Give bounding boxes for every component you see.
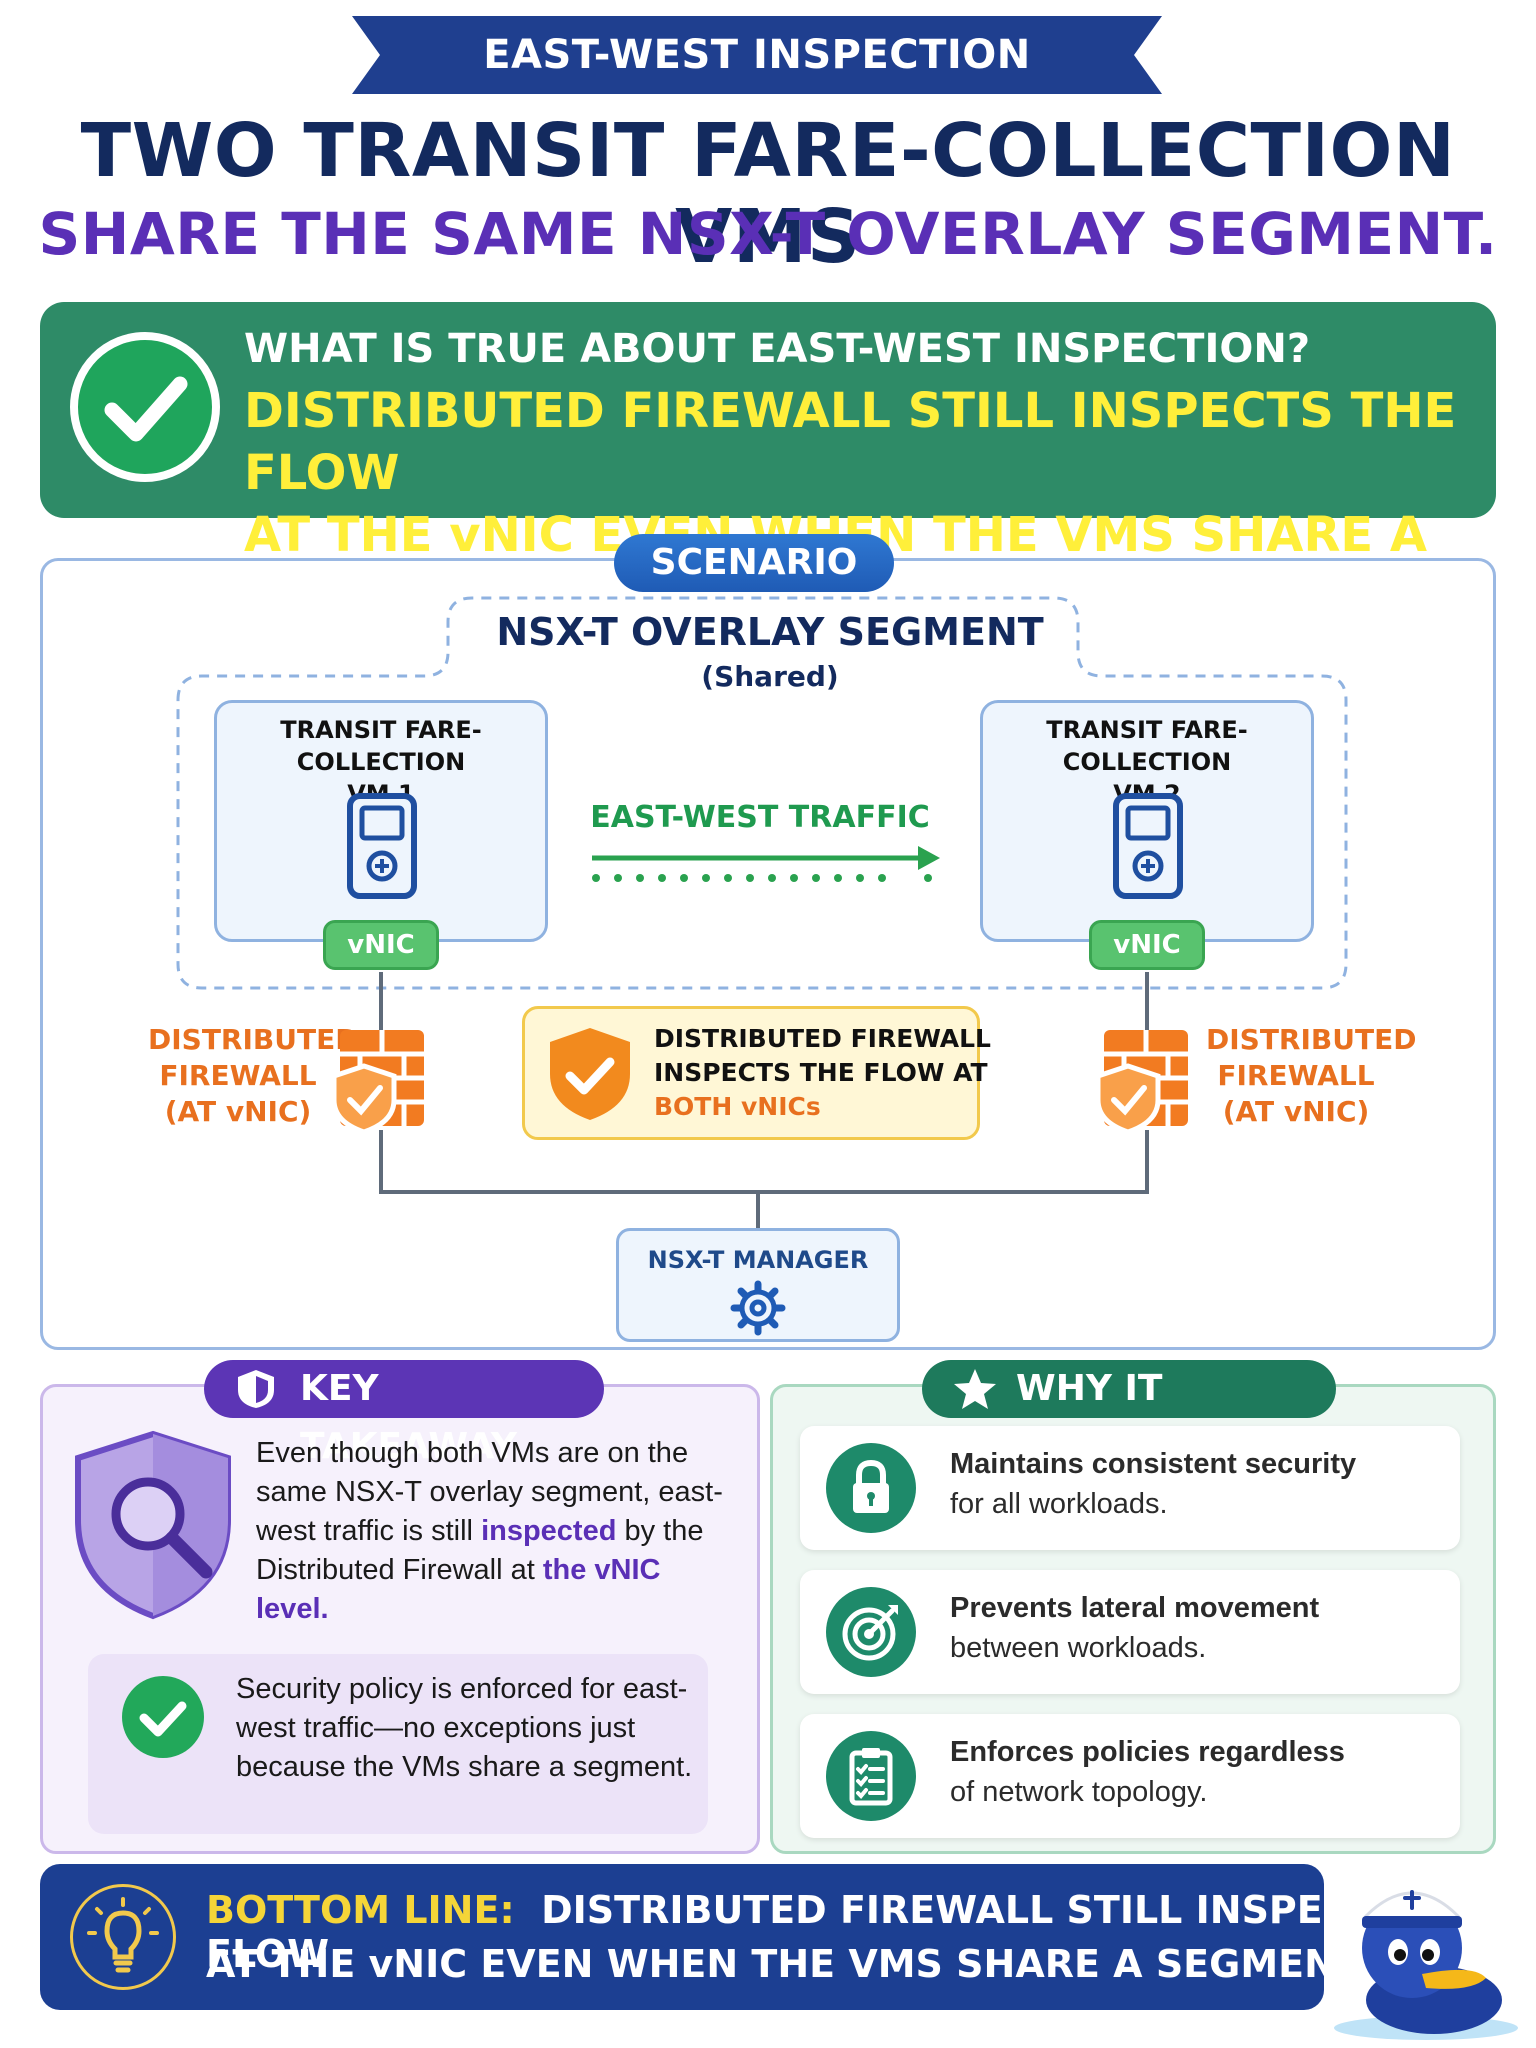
- df-left-line-3: (AT vNIC): [164, 1095, 312, 1128]
- df-right-line-3: (AT vNIC): [1222, 1095, 1370, 1128]
- why-card-2-rest: between workloads.: [950, 1632, 1207, 1664]
- df-right-line-1: DISTRIBUTED: [1206, 1023, 1417, 1056]
- note-line-1: DISTRIBUTED FIREWALL: [654, 1024, 991, 1053]
- answer-line-1: DISTRIBUTED FIREWALL STILL INSPECTS THE …: [244, 383, 1457, 501]
- note-line-3: BOTH vNICs: [654, 1092, 821, 1121]
- note-line-2: INSPECTS THE FLOW AT: [654, 1058, 988, 1087]
- answer-banner: [40, 302, 1496, 518]
- policy-check-icon: [122, 1676, 204, 1758]
- east-west-traffic-label: EAST-WEST TRAFFIC: [590, 800, 930, 835]
- key-takeaway-title: KEY TAKEAWAY: [300, 1368, 517, 1467]
- title-line-2: SHARE THE SAME NSX-T OVERLAY SEGMENT.: [38, 200, 1498, 268]
- kt-body-highlight-2: the vNIC level.: [256, 1554, 661, 1625]
- ribbon-text: EAST-WEST INSPECTION EXPLAINED: [483, 32, 1031, 156]
- vm2-title: TRANSIT FARE-COLLECTION VM 2: [980, 714, 1314, 810]
- gear-icon: [730, 1280, 786, 1336]
- scenario-panel: [40, 558, 1496, 1350]
- why-card-3-strong: Enforces policies regardless: [950, 1736, 1345, 1768]
- bottom-line-text-2: AT THE vNIC EVEN WHEN THE VMS SHARE A SE…: [206, 1942, 1371, 1986]
- scenario-diagram-lines: [176, 596, 1348, 1228]
- vm2-vnic[interactable]: vNIC: [1089, 920, 1205, 970]
- star-icon: [954, 1369, 996, 1409]
- header-ribbon: EAST-WEST INSPECTION EXPLAINED: [352, 16, 1162, 156]
- df-left-label: DISTRIBUTED FIREWALL (AT vNIC): [148, 1022, 359, 1130]
- check-circle-icon: [70, 332, 220, 482]
- shield-icon: [238, 1370, 274, 1408]
- why-card-1-strong: Maintains consistent security: [950, 1448, 1357, 1480]
- target-icon: [826, 1587, 916, 1677]
- why-card-3-rest: of network topology.: [950, 1776, 1208, 1808]
- title-line-1: TWO TRANSIT FARE-COLLECTION VMS: [80, 108, 1456, 280]
- bottom-line-label: BOTTOM LINE:: [206, 1888, 515, 1932]
- kt-body-part-1: Even though both VMs are on the same NSX…: [256, 1437, 723, 1547]
- duck-mascot-icon: [1334, 1890, 1518, 2040]
- vm1-title: TRANSIT FARE-COLLECTION VM 1: [214, 714, 548, 810]
- df-right-line-2: FIREWALL: [1217, 1059, 1375, 1092]
- vm1-vnic[interactable]: vNIC: [323, 920, 439, 970]
- clipboard-icon: [826, 1731, 916, 1821]
- lightbulb-icon: [70, 1884, 176, 1990]
- vm2-title-line-1: TRANSIT FARE-COLLECTION: [1046, 716, 1248, 776]
- policy-text: Security policy is enforced for east-wes…: [236, 1673, 693, 1783]
- scenario-pill: SCENARIO: [614, 534, 894, 592]
- shield-check-icon: [550, 1028, 630, 1120]
- traffic-dots: [592, 874, 932, 882]
- bottom-line-banner: [40, 1864, 1324, 2010]
- nsxt-manager-label: NSX-T MANAGER: [647, 1246, 869, 1274]
- answer-question: WHAT IS TRUE ABOUT EAST-WEST INSPECTION?: [244, 326, 1311, 372]
- segment-title: NSX-T OVERLAY SEGMENT: [496, 610, 1044, 654]
- vm1-title-line-1: TRANSIT FARE-COLLECTION: [280, 716, 482, 776]
- df-left-line-1: DISTRIBUTED: [148, 1023, 359, 1056]
- vm2-terminal-icon: [1113, 793, 1183, 899]
- bottom-line-line-1: DISTRIBUTED FIREWALL STILL INSPECTS THE …: [206, 1888, 1501, 1976]
- why-it-matters-pill: WHY IT MATTERS: [922, 1360, 1336, 1467]
- why-card-1-rest: for all workloads.: [950, 1488, 1168, 1520]
- shield-magnifier-icon: [75, 1430, 231, 1620]
- overlay-segment-outline: [176, 596, 1348, 990]
- why-card-2-strong: Prevents lateral movement: [950, 1592, 1320, 1624]
- firewall-right-icon: [1095, 1030, 1188, 1134]
- segment-subtitle: (Shared): [701, 660, 839, 693]
- vm1-terminal-icon: [347, 793, 417, 899]
- key-takeaway-pill: KEY TAKEAWAY: [204, 1360, 604, 1467]
- firewall-left-icon: [331, 1030, 424, 1134]
- lock-icon: [826, 1443, 916, 1533]
- kt-body-highlight-1: inspected: [481, 1515, 617, 1547]
- df-right-label: DISTRIBUTED FIREWALL (AT vNIC): [1206, 1022, 1417, 1130]
- df-left-line-2: FIREWALL: [159, 1059, 317, 1092]
- kt-body-part-2: by the Distributed Firewall at: [256, 1515, 704, 1586]
- key-takeaway-body: Even though both VMs are on the same NSX…: [256, 1434, 736, 1629]
- bottom-line-text-1: BOTTOM LINE: DISTRIBUTED FIREWALL STILL …: [206, 1888, 1536, 1976]
